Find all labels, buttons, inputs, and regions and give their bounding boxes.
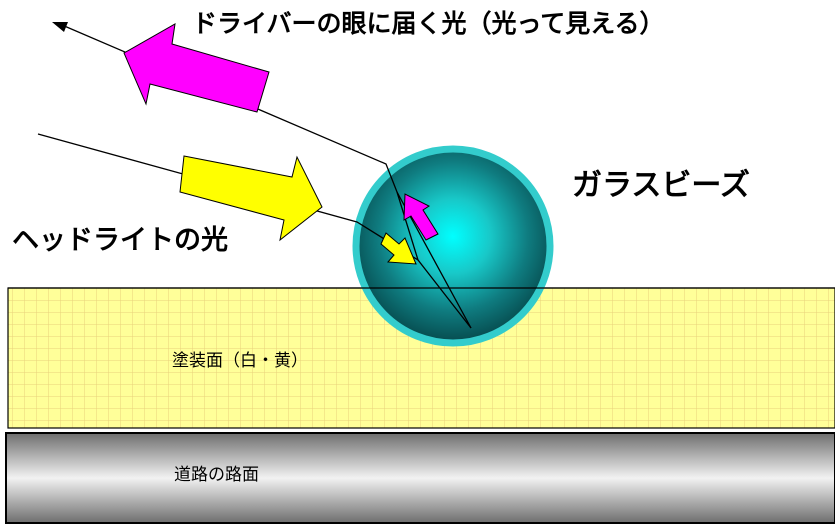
road-surface (5, 432, 835, 524)
reflected-ray-arrowhead-icon (52, 22, 68, 32)
glass-beads-label: ガラスビーズ (572, 168, 750, 203)
small-reflected-arrow-icon (403, 193, 439, 241)
reflected-light-arrow-icon (123, 23, 270, 113)
driver-light-label: ドライバーの眼に届く光（光って見える） (192, 9, 665, 38)
headlight-arrow-icon (179, 155, 323, 242)
paint-surface-label: 塗装面（白・黄） (172, 351, 308, 371)
headlight-label: ヘッドライトの光 (12, 225, 228, 256)
small-incoming-arrow-icon (380, 232, 417, 265)
road-surface-label: 道路の路面 (174, 465, 259, 485)
